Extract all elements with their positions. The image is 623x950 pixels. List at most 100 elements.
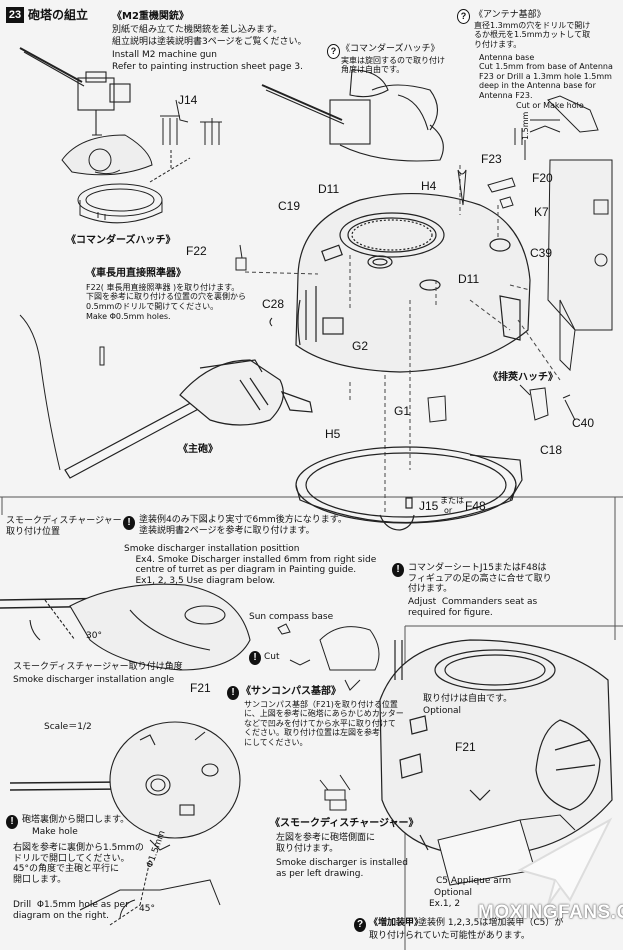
main-gun-drawing [64,359,313,479]
applique-turret-drawing [379,639,613,856]
attention-icon: ! [123,516,135,530]
antenna-jp: 直径1.3mmの穴をドリルで開け るか根元を1.5mmカットして取 り付けます。 [474,21,591,49]
part-label-h5: H5 [325,427,341,441]
part-label-k7: K7 [534,205,549,219]
part-label-f21: F21 [190,681,211,695]
watermark-text: MOXINGFANS.COM [478,902,623,923]
smoke-discharger-heading: 《スモークディスチャージャー》 [270,818,419,829]
f22-periscope-drawing [235,244,247,271]
part-label-d11: D11 [318,182,340,196]
periscope-heading: 《車長用直接照準器》 [86,268,186,279]
seat-en: Adjust Commanders seat as required for f… [408,597,538,618]
applique-jp1: 塗装例 1,2,3,5は増加装甲（C5）が [418,918,564,928]
attention-icon: ? [354,918,366,932]
applique-arm-label: C5 Applique arm [436,876,512,886]
drill-en2: Drill Φ1.5mm hole as per diagram on the … [13,900,129,921]
antenna-en: Antenna base Cut 1.5mm from base of Ante… [479,53,613,100]
part-label-j14: J14 [178,93,198,107]
antenna-heading: 《アンテナ基部》 [474,10,546,20]
m2-heading: 《M2重機関銃》 [112,11,189,22]
antenna-dimension: 1.5mm [521,111,530,140]
drill-jp1: 砲塔裏側から開口します。 [22,815,130,825]
right-hull-drawing [547,159,613,372]
center-gun-drawing [261,69,444,162]
sun-compass-heading: 《サンコンパス基部》 [241,686,341,697]
applique-heading: 《増加装甲》 [369,918,424,928]
angle-jp: スモークディスチャージャー取り付け角度 [13,662,183,672]
applique-optional: Optional [434,888,473,898]
periscope-jp: F22( 車長用直接照準器 )を取り付けます。 下図を参考に取り付ける位置の穴を… [86,283,246,311]
section-bracket [1,497,616,640]
part-label-d11-lower: D11 [458,272,480,286]
smoke-position-label: スモークディスチャージャー 取り付け位置 [6,516,122,537]
part-label-c40: C40 [572,416,595,430]
attention-icon: ? [327,44,340,59]
sun-compass-label: Sun compass base [249,612,334,622]
m2-en-line2: Refer to painting instruction sheet page… [112,62,303,72]
m2-jp-line1: 別紙で組み立てた機関銃を差し込みます。 [112,25,283,35]
m2-jp-line2: 組立説明は塗装説明書3ページをご覧ください。 [112,37,307,47]
part-label-f21-right: F21 [455,740,476,754]
watermark-logo [517,817,613,906]
or-en-label: or [444,506,453,515]
part-label-f22: F22 [186,244,207,258]
optional-jp: 取り付けは自由です。 [423,694,513,704]
scale-label: Scale＝1/2 [44,722,92,732]
smoke-position-drawing [0,583,251,671]
scale-turret-drawing [9,721,241,851]
drill-diagram [79,859,221,926]
c28-and-frame-drawing [19,314,273,471]
left-hatch-drawing [61,134,163,224]
smoke-discharger-parts-drawing [319,774,351,811]
step-title: 砲塔の組立 [28,8,89,22]
part-label-c18: C18 [540,443,563,457]
m2-gun-drawing [19,47,131,136]
part-label-c28: C28 [262,297,285,311]
part-label-f20: F20 [532,171,553,185]
part-label-f48: F48 [465,499,486,513]
m2-en-line1: Install M2 machine gun [112,50,217,60]
turret-h4-drawing [295,192,531,373]
part-label-g1: G1 [394,404,411,418]
step-number: 23 [6,7,24,23]
part-label-j15: J15 [419,499,439,513]
smoke-discharger-en: Smoke discharger is installed as per lef… [276,858,408,879]
drill-jp2: 右図を参考に裏側から1.5mmの ドリルで開口してください。 45°の角度で主砲… [13,843,144,885]
ejection-hatch-drawing [519,384,576,421]
turret-ring-h5-drawing [295,446,523,531]
smoke-position-en: Smoke discharger installation posittion … [124,544,377,586]
attention-icon: ! [227,686,239,700]
part-label-f23: F23 [481,152,502,166]
angle-en: Smoke discharger installation angle [13,675,175,685]
ejection-hatch-label: 《排莢ハッチ》 [488,372,558,383]
commanders-hatch-label: 《コマンダーズハッチ》 [66,235,176,246]
or-jp-label: または [440,496,464,505]
part-label-c19: C19 [278,199,301,213]
applique-jp2: 取り付けられていた可能性があります。 [369,931,530,941]
part-label-h4: H4 [421,179,437,193]
attention-icon: ! [6,815,18,829]
attention-icon: ! [249,651,261,665]
applique-ex: Ex.1, 2 [429,899,461,909]
angle-30-label: 30° [86,631,102,641]
periscope-en: Make Φ0.5mm holes. [86,312,171,321]
hatch-note-heading: 《コマンダーズハッチ》 [341,44,440,54]
main-gun-label: 《主砲》 [178,444,218,455]
optional-en: Optional [423,706,462,716]
g1-part-drawing [427,395,447,423]
part-label-g2: G2 [352,339,369,353]
smoke-discharger-jp: 左図を参考に砲塔側面に 取り付けます。 [276,833,376,854]
antenna-cut-or-hole: Cut or Make hole [516,101,584,110]
guide-lines [244,165,561,515]
j14-parts-drawing [149,99,222,183]
seat-jp: コマンダーシートJ15またはF48は フィギュアの足の高さに合せて取り 付けます… [408,563,552,595]
attention-icon: ! [392,563,404,577]
antenna-parts-drawing [457,95,599,209]
smoke-position-jp: 塗装例4のみ下図より実寸で6mm後方になります。 塗装説明書2ページを参考に取り… [139,515,347,536]
sun-compass-jp: サンコンパス基部（F21)を取り付ける位置 に、上図を参考に砲塔にあらかじめカッ… [244,700,404,747]
sun-compass-cut: Cut [264,652,280,662]
drill-en1: Make hole [32,827,78,837]
hatch-note-jp: 実車は旋回するので取り付け 角度は自由です。 [341,56,445,75]
